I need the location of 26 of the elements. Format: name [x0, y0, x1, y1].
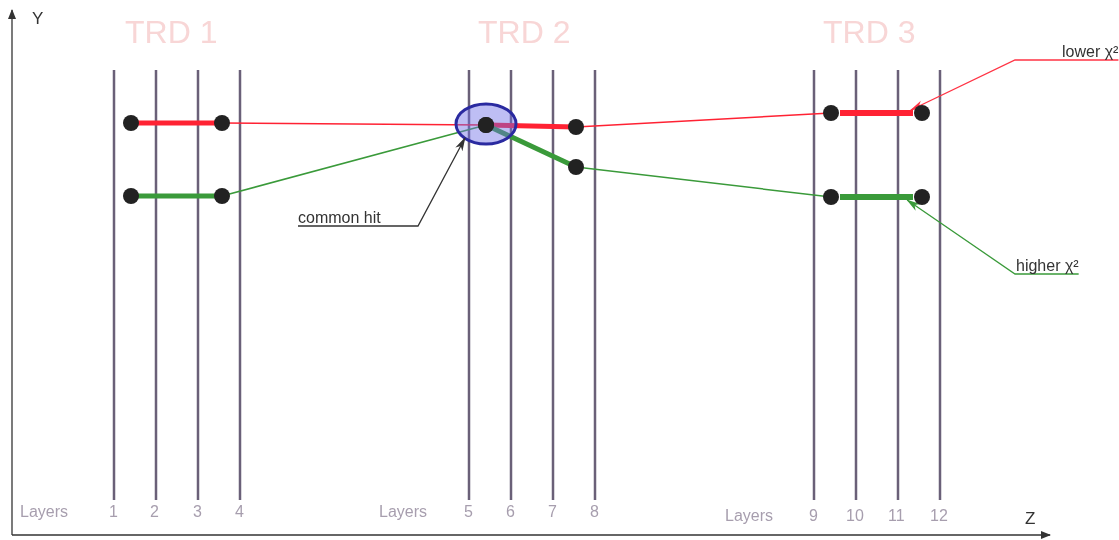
- layer-number: 1: [109, 504, 118, 520]
- annotation-text: common hit: [298, 210, 381, 226]
- layer-number: 12: [930, 508, 948, 524]
- layer-number: 2: [150, 504, 159, 520]
- layer-number: 3: [193, 504, 202, 520]
- layer-number: 4: [235, 504, 244, 520]
- layer-number: 8: [590, 504, 599, 520]
- annotation-text: higher χ²: [1016, 258, 1079, 274]
- layers-label: Layers: [379, 504, 428, 520]
- track-segment: [840, 110, 913, 116]
- layer-number: 9: [809, 508, 818, 524]
- layer-number: 11: [888, 508, 905, 524]
- hit-ellipse: [454, 102, 518, 146]
- layers-label: Layers: [725, 508, 774, 524]
- track-segment: [840, 194, 913, 200]
- layer-number: 10: [846, 508, 864, 524]
- leader-line: [906, 199, 1080, 275]
- layer-number: 6: [506, 504, 515, 520]
- axis-label: Y: [32, 10, 44, 27]
- layer-number: 7: [548, 504, 557, 520]
- leader-line: [909, 59, 1119, 111]
- layers-label: Layers: [20, 504, 69, 520]
- axis-label: Z: [1025, 510, 1036, 527]
- annotation-text: lower χ²: [1062, 44, 1119, 60]
- layer-number: 5: [464, 504, 473, 520]
- leader-line: [297, 137, 466, 227]
